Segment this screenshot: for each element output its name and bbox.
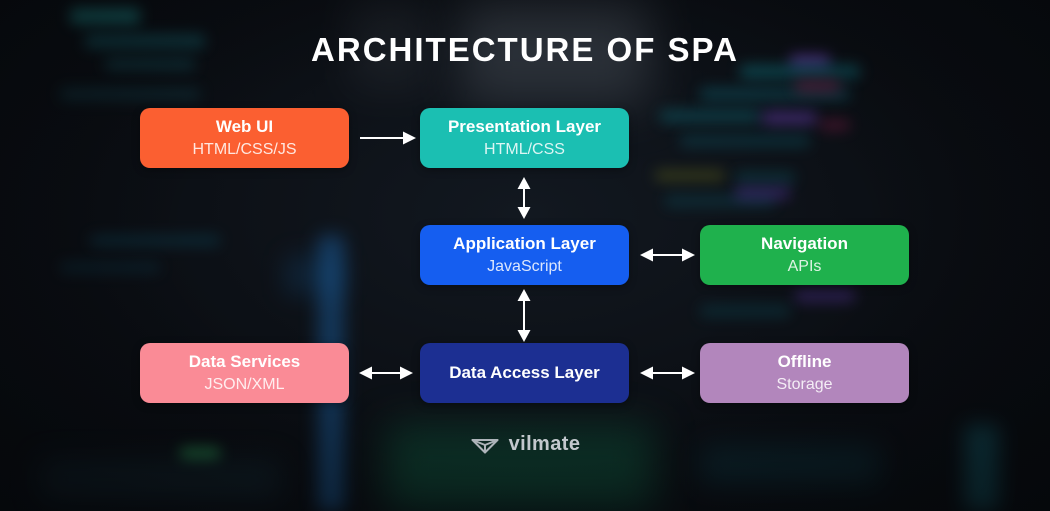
node-data-services: Data Services JSON/XML xyxy=(140,343,349,403)
bg-blob xyxy=(70,8,140,24)
node-navigation: Navigation APIs xyxy=(700,225,909,285)
node-subtitle: APIs xyxy=(787,257,822,275)
brand-name: vilmate xyxy=(508,433,581,455)
node-presentation-layer: Presentation Layer HTML/CSS xyxy=(420,108,629,168)
bg-blob xyxy=(655,170,725,181)
arrow-dataaccess-offline xyxy=(640,366,695,380)
bg-blob xyxy=(60,262,160,273)
node-subtitle: Storage xyxy=(776,375,833,393)
bg-blob xyxy=(90,235,220,246)
arrow-webui-to-presentation xyxy=(360,131,416,145)
bg-blob xyxy=(680,135,810,147)
node-subtitle: JSON/XML xyxy=(204,375,285,393)
node-data-access-layer: Data Access Layer xyxy=(420,343,629,403)
bg-blob xyxy=(795,290,855,302)
arrow-application-navigation xyxy=(640,248,695,262)
bg-blob xyxy=(820,120,850,130)
bg-blob xyxy=(762,112,817,124)
node-title: Application Layer xyxy=(453,234,596,254)
bg-blob xyxy=(735,172,795,183)
node-subtitle: JavaScript xyxy=(487,257,562,275)
node-title: Data Services xyxy=(188,352,301,372)
bg-blob xyxy=(795,80,840,92)
node-title: Data Access Layer xyxy=(449,362,600,382)
node-application-layer: Application Layer JavaScript xyxy=(420,225,629,285)
arrow-dataservices-dataaccess xyxy=(359,366,413,380)
node-title: Navigation xyxy=(761,234,848,254)
bg-blob xyxy=(60,88,200,100)
node-offline: Offline Storage xyxy=(700,343,909,403)
bg-blob xyxy=(700,305,790,317)
node-title: Web UI xyxy=(215,117,274,137)
bg-blob xyxy=(735,187,790,199)
arrow-presentation-application xyxy=(517,177,531,219)
node-subtitle: HTML/CSS xyxy=(484,140,565,158)
page-title: ARCHITECTURE OF SPA xyxy=(311,31,739,68)
brand-logo: vilmate xyxy=(0,433,1050,456)
node-title: Presentation Layer xyxy=(447,117,602,137)
node-web-ui: Web UI HTML/CSS/JS xyxy=(140,108,349,168)
arrow-application-dataaccess xyxy=(517,289,531,342)
node-title: Offline xyxy=(777,352,832,372)
bg-blob xyxy=(40,460,280,500)
node-subtitle: HTML/CSS/JS xyxy=(192,140,297,158)
vilmate-gem-icon xyxy=(471,438,499,453)
bg-blob xyxy=(660,110,760,122)
